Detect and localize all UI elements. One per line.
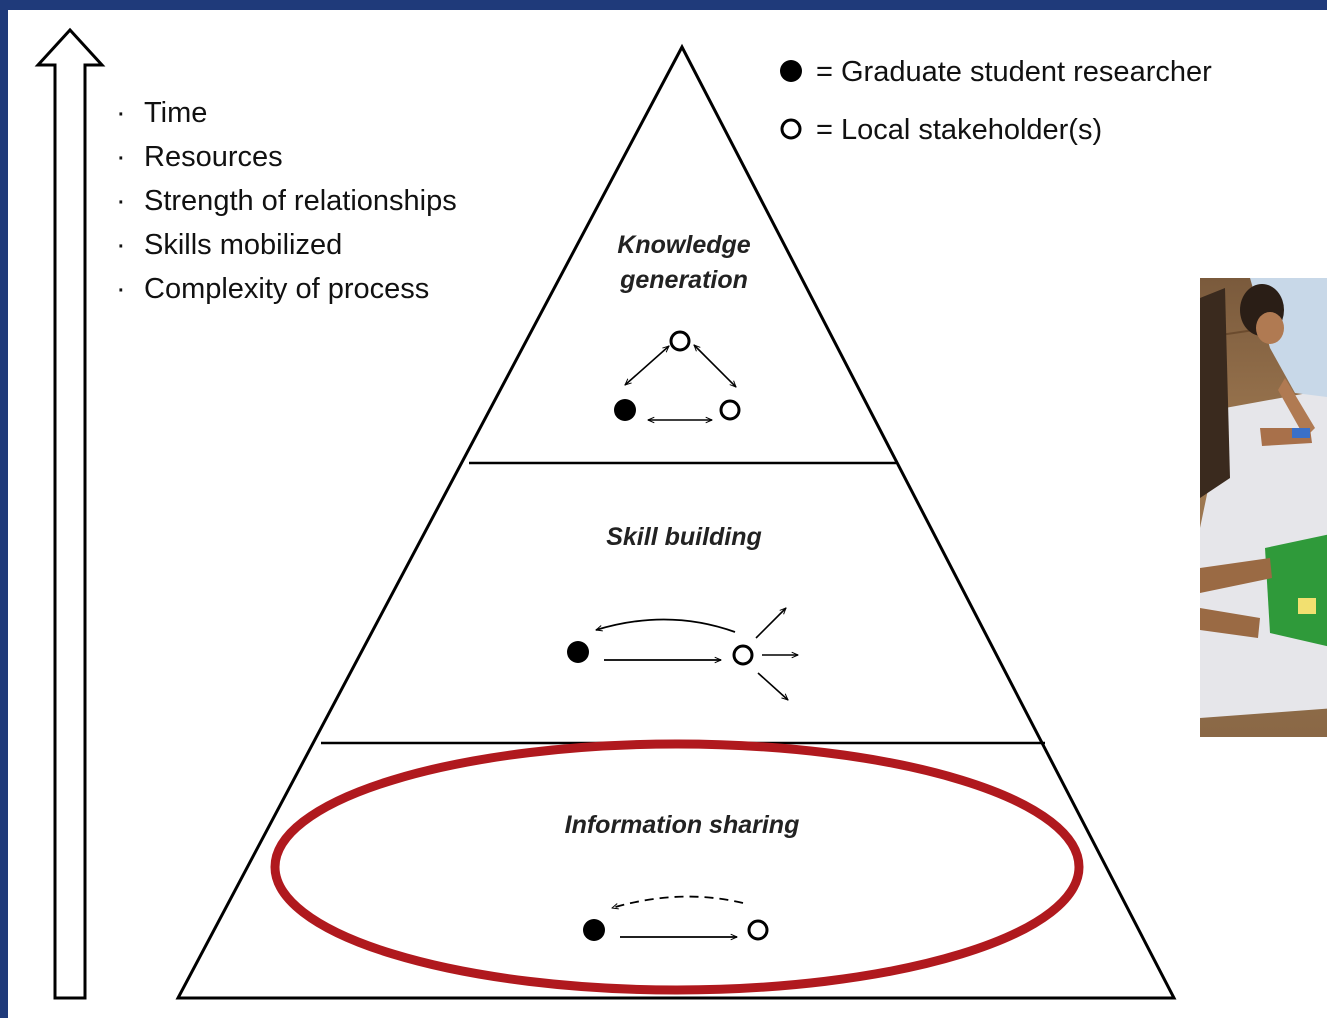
tier-label-skill-building: Skill building bbox=[606, 523, 762, 551]
field-photo bbox=[1200, 278, 1327, 737]
researcher-node bbox=[567, 641, 589, 663]
tier-label-knowledge-line1: Knowledge bbox=[617, 231, 750, 259]
factor-bullet: · bbox=[116, 97, 126, 129]
legend-researcher: = Graduate student researcher bbox=[816, 56, 1212, 88]
stakeholder-node bbox=[747, 919, 769, 941]
factor-skills: Skills mobilized bbox=[144, 229, 342, 261]
stakeholder-node bbox=[719, 399, 741, 421]
factor-bullet: · bbox=[116, 273, 126, 305]
skill-building-symbol bbox=[567, 608, 798, 700]
stakeholder-node bbox=[669, 330, 691, 352]
tier-label-information-sharing: Information sharing bbox=[565, 811, 800, 839]
factor-relationships: Strength of relationships bbox=[144, 185, 457, 217]
factor-bullet: · bbox=[116, 141, 126, 173]
highlight-ellipse bbox=[270, 739, 1084, 995]
factor-time: Time bbox=[144, 97, 207, 129]
pyramid-diagram: · Time · Resources · Strength of relatio… bbox=[34, 27, 1212, 1000]
factor-list: · Time · Resources · Strength of relatio… bbox=[116, 97, 457, 305]
slide-frame: · Time · Resources · Strength of relatio… bbox=[8, 10, 1327, 1018]
researcher-node bbox=[583, 919, 605, 941]
legend-open-marker bbox=[780, 118, 802, 140]
researcher-node bbox=[614, 399, 636, 421]
legend-stakeholder: = Local stakeholder(s) bbox=[816, 114, 1102, 146]
information-sharing-symbol bbox=[583, 895, 769, 941]
legend-filled-marker bbox=[780, 60, 802, 82]
tier-label-knowledge-line2: generation bbox=[619, 266, 748, 294]
factor-bullet: · bbox=[116, 229, 126, 261]
factor-bullet: · bbox=[116, 185, 126, 217]
pyramid-outline bbox=[175, 43, 1177, 1000]
stakeholder-node bbox=[732, 644, 754, 666]
factor-resources: Resources bbox=[144, 141, 283, 173]
increase-arrow bbox=[34, 27, 106, 1000]
field-photo-image bbox=[1200, 278, 1327, 737]
legend: = Graduate student researcher = Local st… bbox=[780, 56, 1212, 146]
factor-complexity: Complexity of process bbox=[144, 273, 429, 305]
knowledge-generation-symbol bbox=[614, 330, 741, 421]
